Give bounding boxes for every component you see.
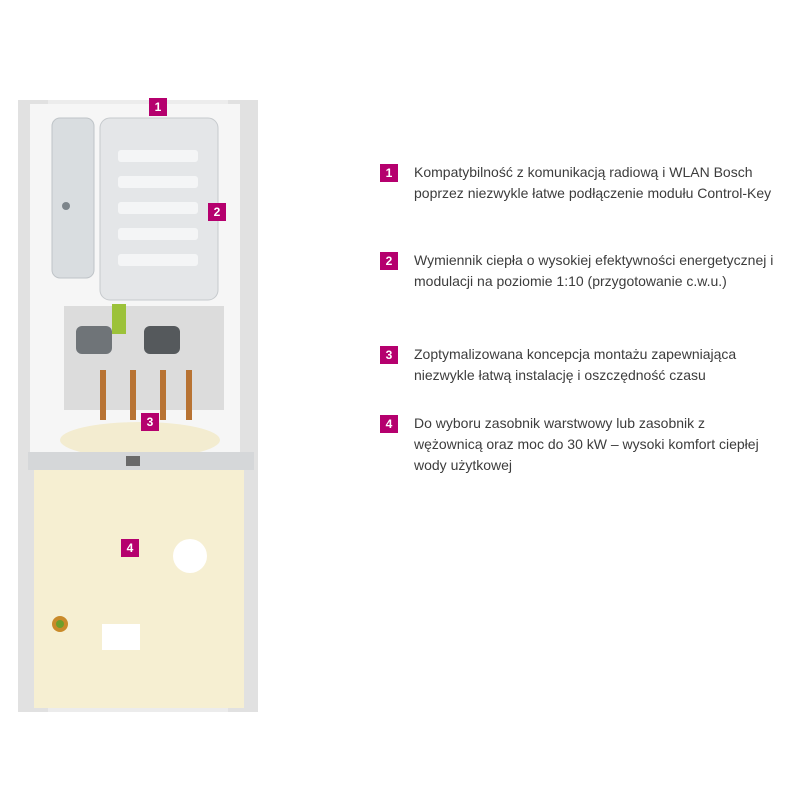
pump [144,326,180,354]
boiler-illustration [18,100,258,712]
exchanger-slot [118,176,198,188]
feature-text: Kompatybilność z komunikacją radiową i W… [414,164,772,201]
valve-green [112,304,126,334]
divider-shelf [28,452,254,470]
pump [76,326,112,354]
water-tank [34,470,244,708]
marker-4: 4 [121,539,139,557]
feature-number-badge: 4 [380,415,398,433]
tank-port [173,539,207,573]
feature-number-badge: 1 [380,164,398,182]
copper-pipe [186,370,192,420]
feature-number-badge: 2 [380,252,398,270]
marker-3: 3 [141,413,159,431]
tank-label [102,624,140,650]
copper-pipe [130,370,136,420]
vessel-valve [62,202,70,210]
feature-number-badge: 3 [380,346,398,364]
exchanger-slot [118,150,198,162]
feature-text: Wymiennik ciepła o wysokiej efektywności… [414,252,774,289]
exchanger-slot [118,228,198,240]
exchanger-slot [118,254,198,266]
tank-connector-core [56,620,64,628]
feature-text: Do wyboru zasobnik warstwowy lub zasobni… [414,415,759,473]
marker-1: 1 [149,98,167,116]
shelf-clip [126,456,140,466]
exchanger-slot [118,202,198,214]
feature-text: Zoptymalizowana koncepcja montażu zapewn… [414,346,737,383]
marker-2: 2 [208,203,226,221]
tank-top [60,422,220,458]
copper-pipe [100,370,106,420]
expansion-vessel [51,117,95,279]
copper-pipe [160,370,166,420]
hydraulic-block [64,306,224,410]
